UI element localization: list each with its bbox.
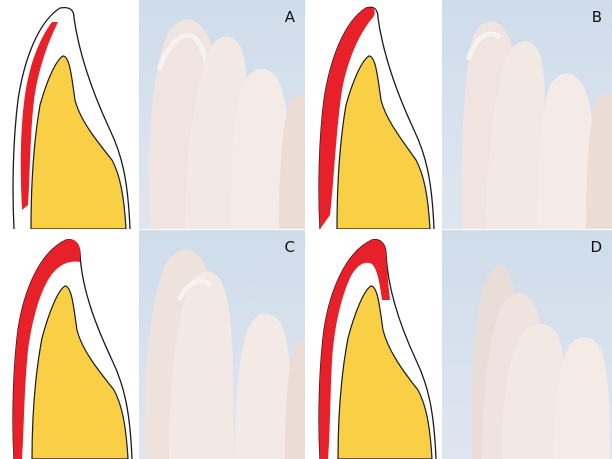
tooth-cross-section-d: [306, 230, 442, 459]
diagram-panel-a: [0, 0, 140, 229]
diagram-panel-d: [306, 230, 442, 459]
tooth-photo-b: [442, 0, 612, 229]
tooth-cross-section-a: [0, 0, 140, 229]
photo-panel-b: B: [442, 0, 612, 229]
photo-panel-c: C: [139, 230, 305, 459]
tooth-cross-section-b: [306, 0, 442, 229]
panel-label-d: D: [590, 240, 602, 255]
photo-panel-a: A: [139, 0, 305, 229]
tooth-photo-c: [139, 230, 305, 459]
tooth-cross-section-c: [0, 230, 140, 459]
diagram-panel-b: [306, 0, 442, 229]
tooth-photo-a: [139, 0, 305, 229]
panel-label-a: A: [285, 10, 295, 25]
panel-label-c: C: [285, 240, 295, 255]
panel-label-b: B: [592, 10, 602, 25]
diagram-panel-c: [0, 230, 140, 459]
photo-panel-d: D: [442, 230, 612, 459]
tooth-photo-d: [442, 230, 612, 459]
